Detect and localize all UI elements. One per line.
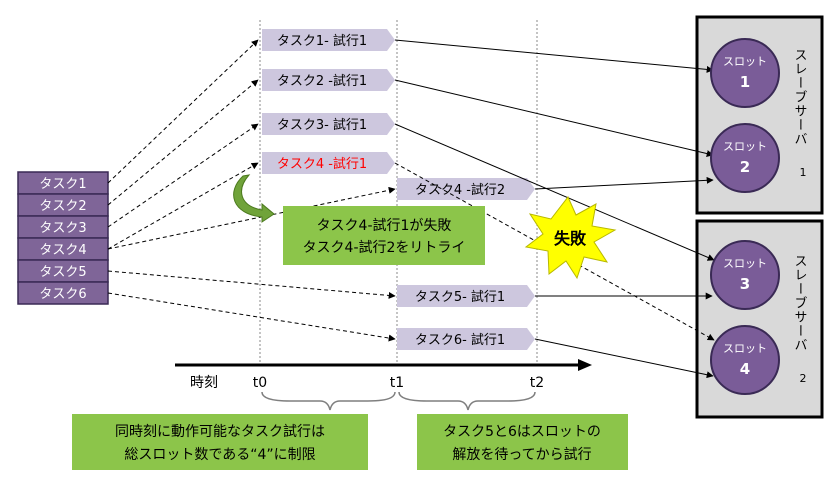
server-1-number: 1 bbox=[800, 166, 807, 179]
failure-burst-icon bbox=[524, 196, 617, 280]
note-right-box bbox=[417, 414, 628, 470]
slot-4 bbox=[710, 325, 780, 395]
task-label-6: タスク6 bbox=[39, 287, 86, 302]
brace-t1-t2 bbox=[398, 391, 536, 411]
dispatch-arrow-task1 bbox=[107, 39, 259, 184]
retry-note-box bbox=[283, 206, 485, 265]
server-2-label: スレーブサーバ bbox=[792, 254, 808, 352]
time-axis-label: 時刻 bbox=[190, 375, 218, 391]
tick-t0: t0 bbox=[253, 375, 267, 391]
slot-4-label: スロット bbox=[723, 342, 767, 355]
attempt-label-task2-try1: タスク2 -試行1 bbox=[277, 73, 367, 89]
dispatch-arrow-task3 bbox=[107, 123, 259, 228]
dispatch-arrow-task4-try1 bbox=[107, 162, 259, 250]
dispatch-arrows bbox=[107, 39, 396, 342]
attempt-box-task4-try1 bbox=[262, 152, 395, 174]
time-axis-arrowhead bbox=[578, 359, 592, 371]
slot-3 bbox=[710, 240, 780, 310]
assign-arrow-task1-slot1 bbox=[394, 39, 714, 73]
slot-3-label: スロット bbox=[723, 257, 767, 270]
slot-1-label: スロット bbox=[723, 55, 767, 68]
server-2-number: 2 bbox=[800, 372, 807, 385]
task-label-3: タスク3 bbox=[39, 221, 86, 236]
assign-arrow-task3-slot3 bbox=[394, 123, 715, 261]
server-1-label: スレーブサーバ bbox=[792, 48, 808, 146]
slot-2 bbox=[710, 123, 780, 193]
attempt-box-task2-try1 bbox=[262, 69, 395, 91]
slot-1-number: 1 bbox=[740, 73, 750, 91]
failure-burst-label: 失敗 bbox=[554, 229, 587, 248]
slots: スロット 1 スロット 2 スロット 3 スロット 4 bbox=[710, 38, 780, 395]
dispatch-arrow-task6 bbox=[107, 292, 396, 342]
slot-4-number: 4 bbox=[740, 360, 750, 378]
retry-arrow-icon bbox=[233, 174, 275, 223]
assignment-arrows bbox=[394, 39, 715, 379]
retry-note-line2: タスク4-試行2をリトライ bbox=[303, 240, 466, 256]
task-label-5: タスク5 bbox=[39, 265, 86, 280]
note-left-line2: 総スロット数である“4”に制限 bbox=[124, 447, 315, 463]
task-label-2: タスク2 bbox=[39, 199, 86, 214]
attempt-box-task6-try1 bbox=[397, 328, 535, 350]
attempts: タスク1- 試行1 タスク2 -試行1 タスク3- 試行1 タスク4 -試行1 … bbox=[262, 29, 535, 350]
attempt-label-task4-try2: タスク4 -試行2 bbox=[415, 182, 505, 198]
attempt-label-task3-try1: タスク3- 試行1 bbox=[277, 117, 367, 133]
dispatch-arrow-task2 bbox=[107, 79, 259, 206]
assign-arrow-task4-try2-slot2 bbox=[534, 176, 714, 190]
task-label-4: タスク4 bbox=[39, 243, 86, 258]
note-right-line2: 解放を待ってから試行 bbox=[452, 447, 591, 463]
attempt-label-task6-try1: タスク6- 試行1 bbox=[415, 332, 505, 348]
attempt-label-task5-try1: タスク5- 試行1 bbox=[415, 289, 505, 305]
attempt-box-task3-try1 bbox=[262, 113, 395, 135]
attempt-box-task5-try1 bbox=[397, 285, 535, 307]
note-left-line1: 同時刻に動作可能なタスク試行は bbox=[115, 424, 325, 440]
attempt-box-task1-try1 bbox=[262, 29, 395, 51]
slot-1 bbox=[710, 38, 780, 108]
assign-arrow-task2-slot2 bbox=[394, 79, 714, 157]
brace-t0-t1 bbox=[261, 391, 396, 411]
tick-t1: t1 bbox=[390, 375, 404, 391]
slot-2-label: スロット bbox=[723, 140, 767, 153]
note-left-box bbox=[72, 414, 368, 470]
attempt-label-task1-try1: タスク1- 試行1 bbox=[277, 33, 367, 49]
attempt-box-task4-try2 bbox=[397, 178, 535, 200]
attempt-label-task4-try1: タスク4 -試行1 bbox=[277, 156, 367, 172]
slot-2-number: 2 bbox=[740, 158, 750, 176]
task-stack: タスク1 タスク2 タスク3 タスク4 タスク5 タスク6 bbox=[17, 171, 109, 305]
slot-3-number: 3 bbox=[740, 275, 750, 293]
assign-arrow-task6-slot4 bbox=[534, 338, 714, 379]
task-label-1: タスク1 bbox=[39, 177, 86, 192]
note-right-line1: タスク5と6はスロットの bbox=[443, 424, 601, 440]
retry-note-line1: タスク4-試行1が失敗 bbox=[317, 218, 452, 234]
tick-t2: t2 bbox=[530, 375, 544, 391]
dispatch-arrow-task5 bbox=[107, 270, 396, 299]
